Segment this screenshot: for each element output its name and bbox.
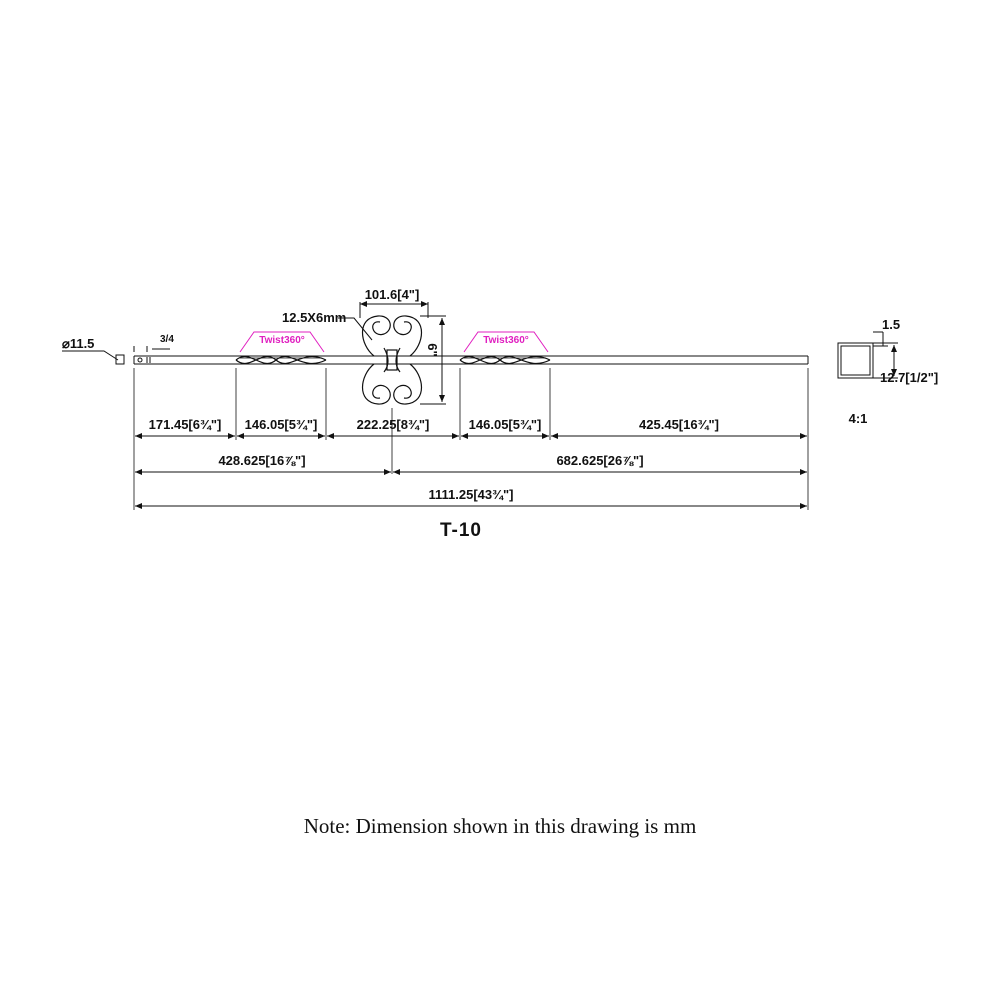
drawing-note: Note: Dimension shown in this drawing is… <box>303 814 697 838</box>
twist-right-label: Twist360° <box>463 331 549 353</box>
end-hole <box>115 354 151 365</box>
dim-seg1: 171.45[6¾"] <box>149 417 222 432</box>
dim-left-total: 428.625[16⅞"] <box>218 453 305 468</box>
tube-size-label: 12.7[1/2"] <box>880 370 938 385</box>
dim-seg2: 146.05[5¾"] <box>245 417 318 432</box>
twist-left <box>235 355 327 365</box>
scroll-bar-label: 12.5X6mm <box>282 310 346 325</box>
main-bar <box>133 355 809 365</box>
tube-wall-label: 1.5 <box>882 317 900 332</box>
tube-section <box>837 331 898 379</box>
dim-seg4: 146.05[5¾"] <box>469 417 542 432</box>
hole-diameter-label: ⌀11.5 <box>62 336 94 351</box>
twist-right <box>459 355 551 365</box>
hole-offset-label: 3/4 <box>160 334 174 345</box>
dim-overall: 1111.25[43¾"] <box>429 487 514 502</box>
scroll-width-dim <box>359 301 429 318</box>
drawing-title: T-10 <box>440 520 482 541</box>
svg-text:Twist360°: Twist360° <box>259 335 305 346</box>
extension-lines <box>133 368 809 510</box>
hole-leader <box>62 346 170 361</box>
scale-label: 4:1 <box>849 411 868 426</box>
dim-right-total: 682.625[26⅞"] <box>556 453 643 468</box>
scroll-height-dim <box>420 315 446 405</box>
scroll-width-label: 101.6[4"] <box>365 287 420 302</box>
dim-seg3: 222.25[8¾"] <box>357 417 430 432</box>
dim-seg5: 425.45[16¾"] <box>639 417 719 432</box>
scroll-height-label: 6" <box>425 343 440 356</box>
svg-text:Twist360°: Twist360° <box>483 335 529 346</box>
scroll-ornament <box>362 315 422 405</box>
twist-left-label: Twist360° <box>239 331 325 353</box>
scroll-bar-leader <box>338 317 373 341</box>
